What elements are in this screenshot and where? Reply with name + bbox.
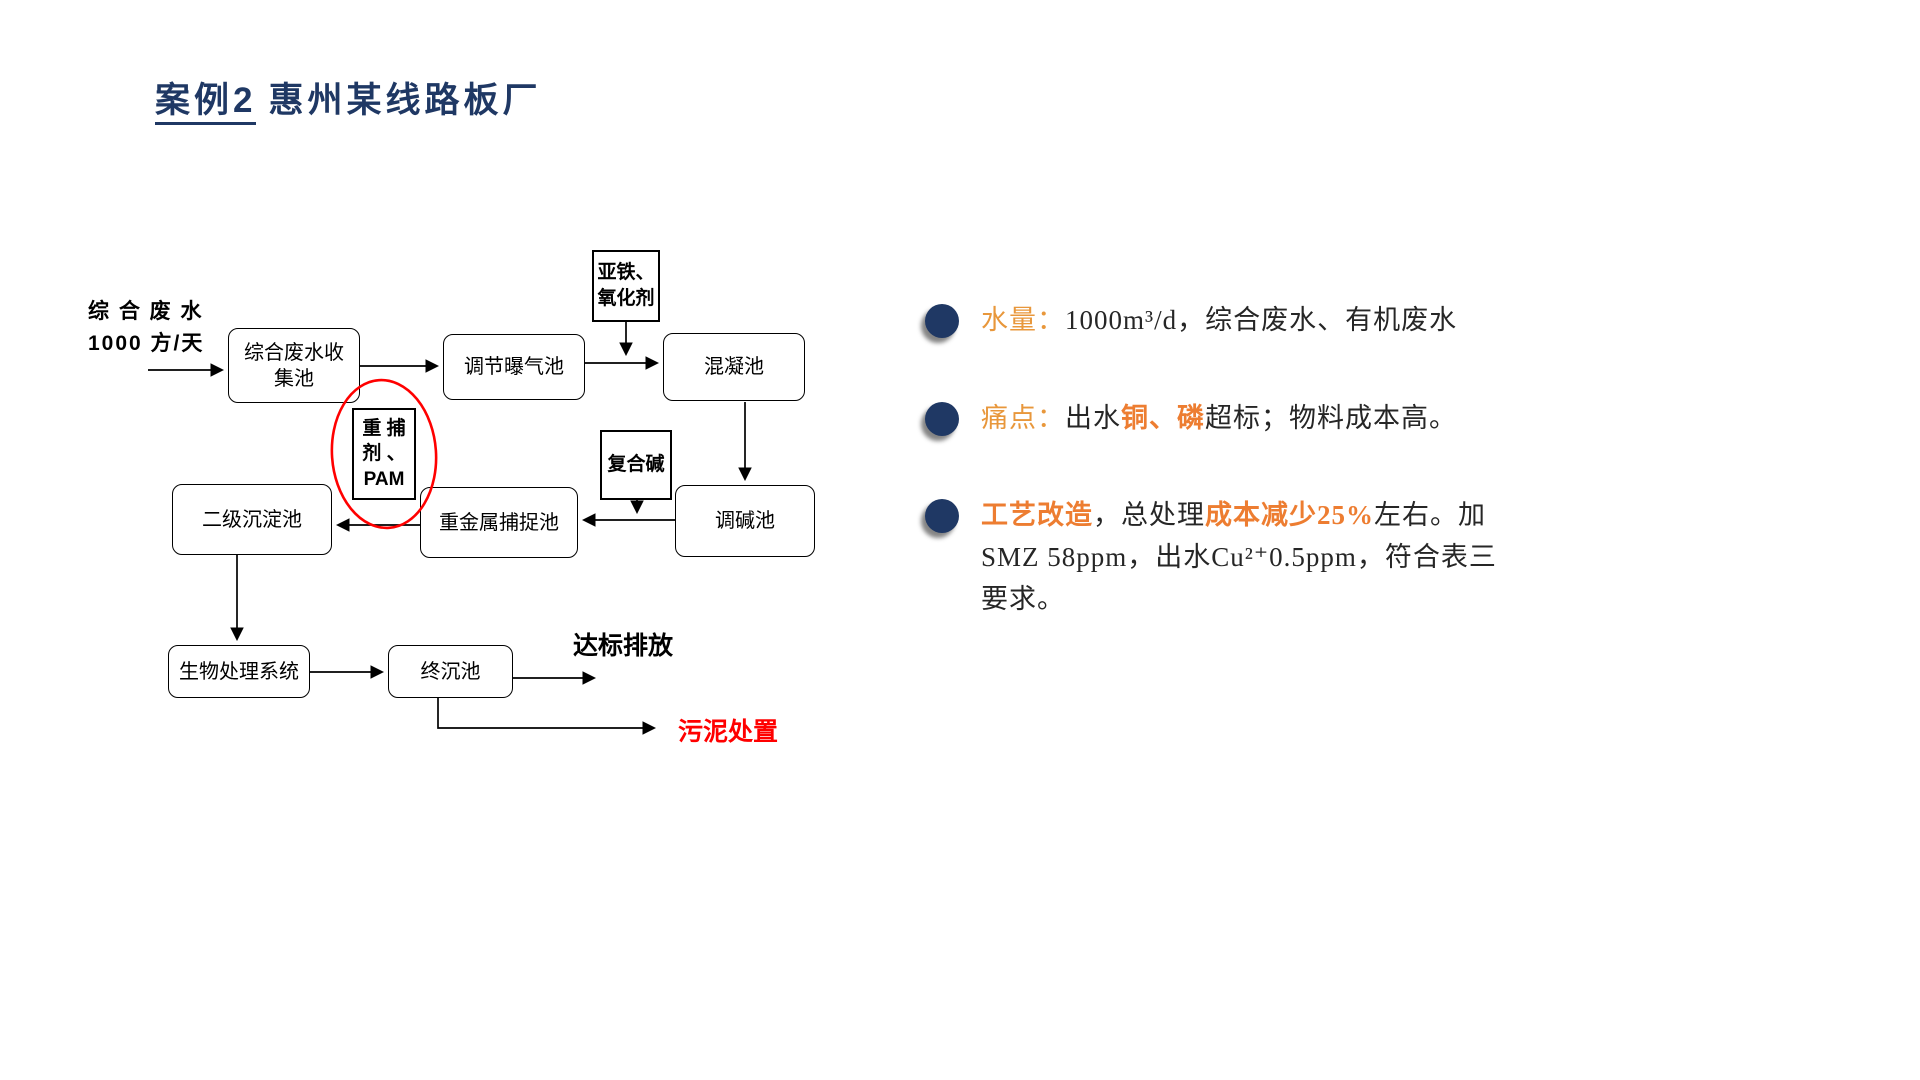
bullet1-label: 水量： [981, 305, 1065, 335]
bullet3-highlight1: 工艺改造 [981, 500, 1093, 530]
arrow-final-to-sludge [437, 698, 657, 735]
node-secondary-sedimentation-pool: 二级沉淀池 [172, 484, 332, 555]
page-title: 案例2 惠州某线路板厂 [155, 72, 542, 125]
node-heavy-metal-capture-pool: 重金属捕捉池 [420, 487, 578, 558]
label-discharge: 达标排放 [573, 632, 674, 660]
node-collection-pool: 综合废水收集池 [228, 328, 360, 403]
bullet-water-volume: 水量：1000m³/d，综合废水、有机废水 [925, 300, 1521, 342]
label-sludge-disposal: 污泥处置 [678, 718, 779, 746]
bullet-pain-points-text: 痛点：出水铜、磷超标；物料成本高。 [981, 398, 1521, 440]
bullet-dot-icon [925, 499, 959, 533]
node-coagulation-pool: 混凝池 [663, 333, 805, 401]
bullet2-t1: 出水 [1065, 403, 1121, 433]
bullet-process-upgrade-text: 工艺改造，总处理成本减少25%左右。加SMZ 58ppm，出水Cu²⁺0.5pp… [981, 495, 1521, 621]
bullet2-label: 痛点： [981, 403, 1065, 433]
bullet-dot-icon [925, 402, 959, 436]
bullet3-highlight2: 成本减少25% [1205, 500, 1374, 530]
bullet-dot-icon [925, 304, 959, 338]
bullet2-t2: 超标；物料成本高。 [1205, 403, 1457, 433]
bullet1-body: 1000m³/d，综合废水、有机废水 [1065, 305, 1458, 335]
title-factory-name: 惠州某线路板厂 [268, 81, 542, 120]
flow-input-line2: 1000 方/天 [88, 331, 205, 355]
bullet-process-upgrade: 工艺改造，总处理成本减少25%左右。加SMZ 58ppm，出水Cu²⁺0.5pp… [925, 495, 1521, 621]
chem-scavenger-pam-box: 重 捕 剂 、 PAM [352, 408, 416, 500]
bullet2-highlight: 铜、磷 [1121, 403, 1205, 433]
bullet-water-volume-text: 水量：1000m³/d，综合废水、有机废水 [981, 300, 1521, 342]
title-case-number: 案例2 [155, 81, 257, 125]
bullet3-t2: 左右。加SMZ 58ppm，出水Cu²⁺0.5ppm，符合表三要求。 [981, 500, 1497, 614]
bullet3-t1: ，总处理 [1093, 500, 1205, 530]
chem-ferrous-oxidizer-box: 亚铁、 氧化剂 [592, 250, 660, 322]
bullet-pain-points: 痛点：出水铜、磷超标；物料成本高。 [925, 398, 1521, 440]
node-final-sedimentation-pool: 终沉池 [388, 645, 513, 698]
flow-input-label: 综 合 废 水 1000 方/天 [88, 296, 204, 359]
node-aeration-pool: 调节曝气池 [443, 334, 585, 400]
chem-compound-alkali-box: 复合碱 [600, 430, 672, 500]
node-alkali-pool: 调碱池 [675, 485, 815, 557]
node-biological-treatment: 生物处理系统 [168, 645, 310, 698]
flow-input-line1: 综 合 废 水 [88, 300, 204, 323]
